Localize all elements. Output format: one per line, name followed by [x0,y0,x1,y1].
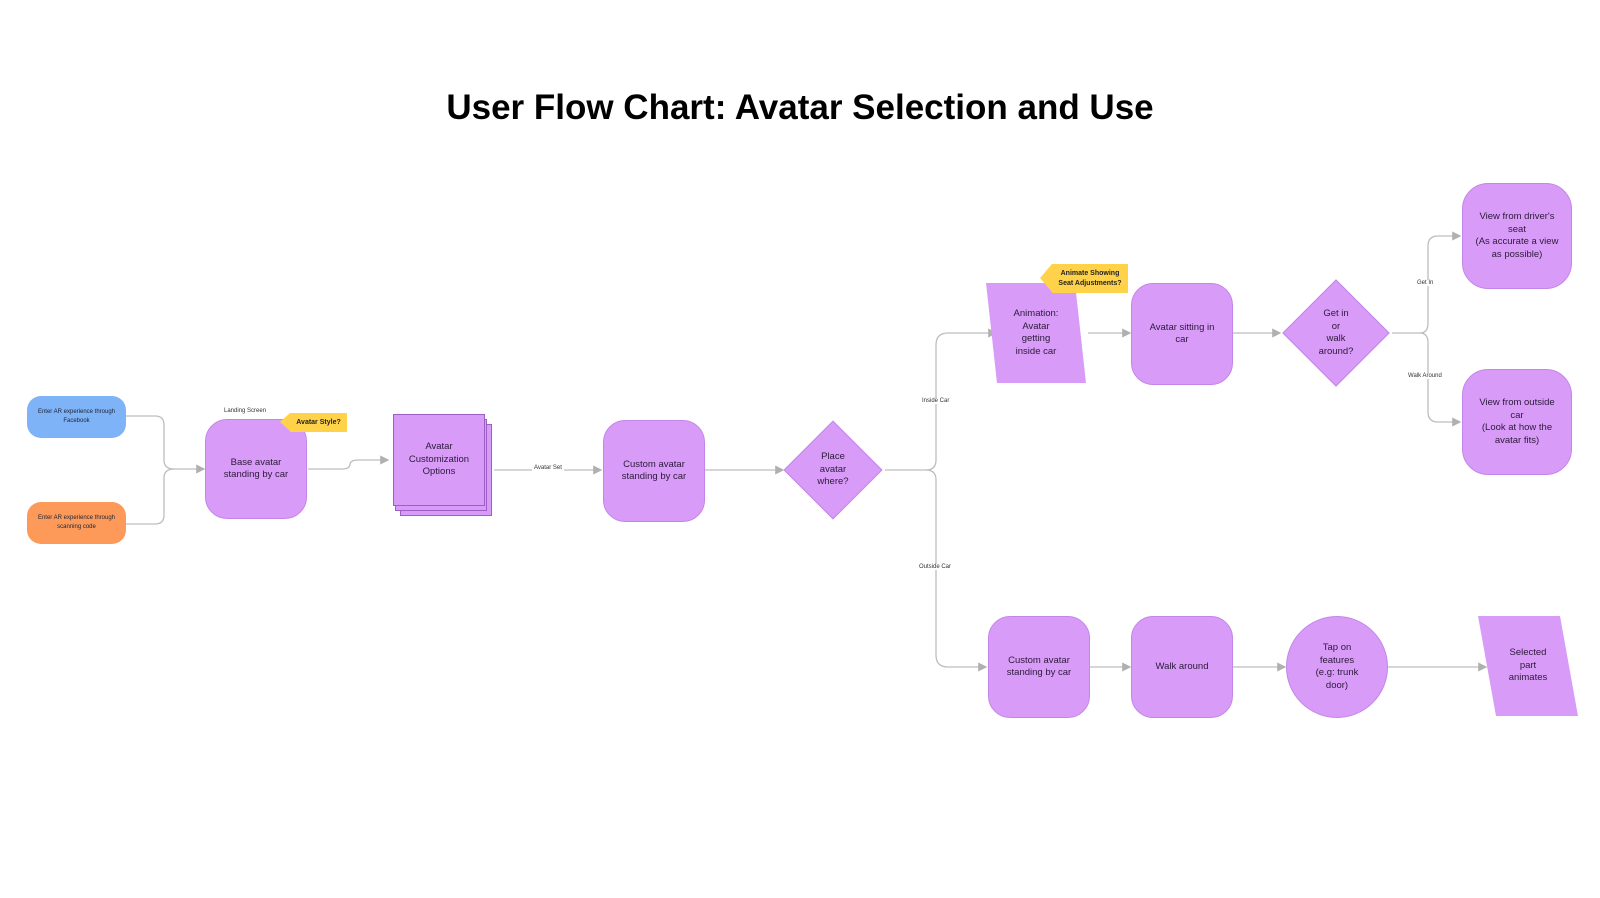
base-avatar-node: Base avatar standing by car [205,419,307,519]
edge-scan-to-base [124,468,175,525]
outside-view-label: View from outside car (Look at how the a… [1479,397,1555,446]
avatar-sitting-label: Avatar sitting in car [1149,321,1215,346]
avatar-sitting-node: Avatar sitting in car [1131,283,1233,385]
edge-getin-to-outside [1419,332,1462,427]
part-animates-label: Selected part animates [1508,647,1548,684]
entry-facebook-node: Enter AR experience through Facebook [27,396,126,438]
seat-adjust-note: Animate Showing Seat Adjustments? [1040,264,1128,293]
tap-features-label: Tap on features (e.g: trunk door) [1315,642,1359,691]
getin-decision: Get in or walk around? [1282,279,1390,387]
driver-view-node: View from driver's seat (As accurate a v… [1462,183,1572,289]
avatar-set-label: Avatar Set [532,465,564,471]
get-in-label: Get In [1416,280,1435,286]
walk-around-node: Walk around [1131,616,1233,718]
animation-inside-node: Animation: Avatar getting inside car [986,283,1086,383]
part-animates-node: Selected part animates [1478,616,1578,716]
base-avatar-label: Base avatar standing by car [223,456,289,481]
edge-place-to-outside [925,469,988,672]
inside-car-label: Inside Car [921,398,951,404]
custom-avatar-label-1: Custom avatar standing by car [621,458,687,483]
outside-car-label: Outside Car [918,564,953,570]
avatar-style-note: Avatar Style? [280,413,347,432]
entry-facebook-label: Enter AR experience through Facebook [37,409,116,424]
walk-around-edge-label: Walk Around [1407,373,1443,379]
getin-decision-label: Get in or walk around? [1318,308,1354,357]
entry-scan-label: Enter AR experience through scanning cod… [37,515,116,530]
walk-around-label: Walk around [1155,660,1209,672]
custom-avatar-node-1: Custom avatar standing by car [603,420,705,522]
edge-facebook-to-base [124,415,206,474]
avatar-style-note-text: Avatar Style? [296,418,341,426]
driver-view-label: View from driver's seat (As accurate a v… [1475,211,1559,260]
outside-view-node: View from outside car (Look at how the a… [1462,369,1572,475]
entry-scan-node: Enter AR experience through scanning cod… [27,502,126,544]
place-avatar-label: Place avatar where? [817,451,849,488]
custom-avatar-node-2: Custom avatar standing by car [988,616,1090,718]
page-title: User Flow Chart: Avatar Selection and Us… [446,88,1154,127]
customization-node: Avatar Customization Options [393,414,485,506]
landing-screen-label: Landing Screen [224,408,267,414]
tap-features-node: Tap on features (e.g: trunk door) [1286,616,1388,718]
custom-avatar-label-2: Custom avatar standing by car [1006,654,1072,679]
seat-adjust-note-text: Animate Showing Seat Adjustments? [1058,269,1122,287]
animation-inside-label: Animation: Avatar getting inside car [1013,308,1059,357]
customization-label: Avatar Customization Options [408,441,470,478]
place-avatar-decision: Place avatar where? [783,420,883,520]
edge-base-to-customization [308,455,390,470]
